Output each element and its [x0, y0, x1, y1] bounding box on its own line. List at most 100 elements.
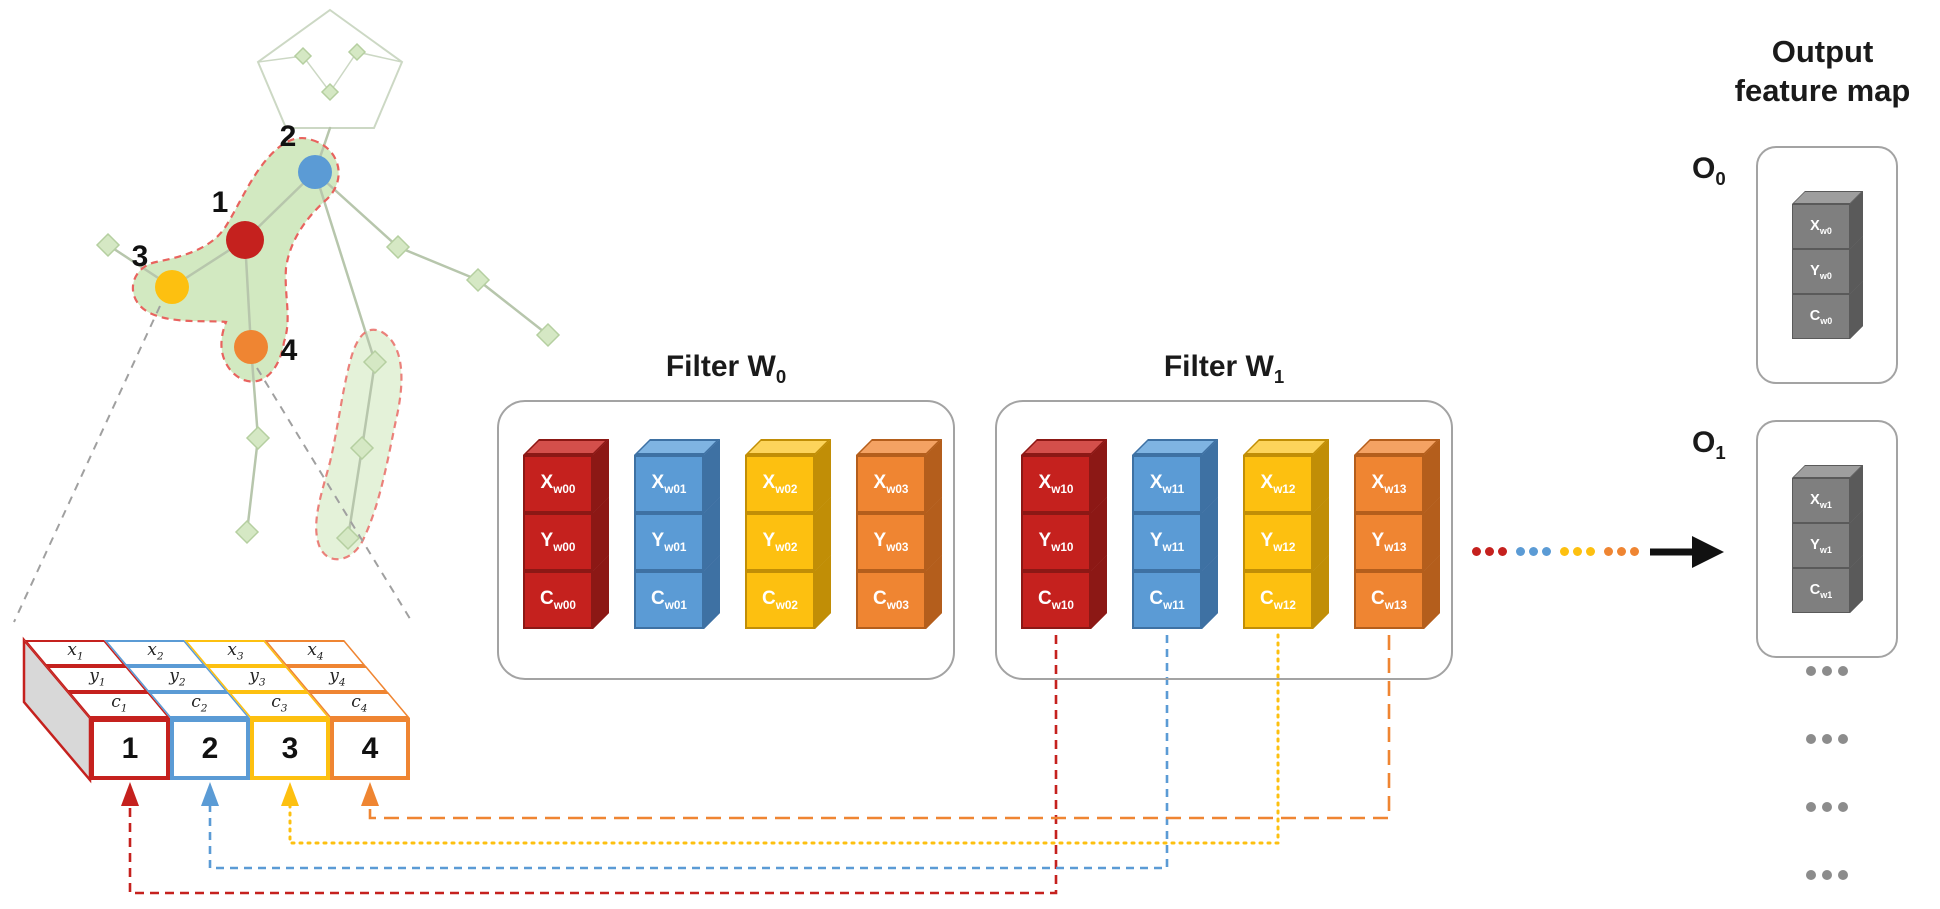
projection-line-right — [256, 367, 413, 623]
cube-front-face: Yw10 — [1021, 513, 1091, 571]
cube-front-face: Xw1 — [1792, 478, 1850, 523]
cube-front-face: Xw02 — [745, 455, 815, 513]
output-title: Output feature map — [1705, 33, 1940, 111]
cube: Xw10 — [1021, 439, 1107, 513]
joint-2-label: 2 — [280, 120, 297, 153]
cube-front-face: Yw01 — [634, 513, 704, 571]
cube-front-face: Xw00 — [523, 455, 593, 513]
cube: Yw00 — [523, 497, 609, 571]
cube-front-face: Cw1 — [1792, 568, 1850, 613]
cube: Cw03 — [856, 555, 942, 629]
filter-w0-stack-red: Xw00 Yw00 Cw00 — [523, 439, 609, 629]
filter-w1-stack-orange: Xw13 Yw13 Cw13 — [1354, 439, 1440, 629]
cube-front-face: Xw03 — [856, 455, 926, 513]
connector-blue-arrowhead — [201, 782, 219, 806]
cube: Yw01 — [634, 497, 720, 571]
output-ellipsis-row-2 — [1806, 734, 1848, 744]
filter-w0-stack-blue: Xw01 Yw01 Cw01 — [634, 439, 720, 629]
input-front-row: 1 2 3 4 — [90, 718, 410, 780]
input-node-2: 2 — [170, 718, 250, 780]
cube: Xw13 — [1354, 439, 1440, 513]
head-outline — [256, 8, 404, 129]
joint-diamonds — [95, 232, 561, 551]
cube-front-face: Xw10 — [1021, 455, 1091, 513]
output-o0-box — [1756, 146, 1898, 384]
output-o1-stack: Xw1 Yw1 Cw1 — [1792, 465, 1863, 613]
filter-w1-title: Filter W1 — [1163, 350, 1285, 387]
cube: Cw00 — [523, 555, 609, 629]
filter-w1-stack-blue: Xw11 Yw11 Cw11 — [1132, 439, 1218, 629]
cube: Cw01 — [634, 555, 720, 629]
cube: Xw03 — [856, 439, 942, 513]
cube-front-face: Xw12 — [1243, 455, 1313, 513]
joint-1-label: 1 — [212, 186, 229, 219]
cube-front-face: Cw13 — [1354, 571, 1424, 629]
connector-orange-arrowhead — [361, 782, 379, 806]
cube: Cw0 — [1792, 281, 1863, 339]
cube: Cw11 — [1132, 555, 1218, 629]
output-o1-box — [1756, 420, 1898, 658]
connector-yellow — [288, 633, 1280, 845]
cube: Yw03 — [856, 497, 942, 571]
input-node-4: 4 — [330, 718, 410, 780]
output-o0-stack: Xw0 Yw0 Cw0 — [1792, 191, 1863, 339]
cube: Yw13 — [1354, 497, 1440, 571]
filter-w1-stack-yellow: Xw12 Yw12 Cw12 — [1243, 439, 1329, 629]
ellipsis-dots-red — [1472, 547, 1507, 556]
output-ellipsis-row-3 — [1806, 802, 1848, 812]
cube: Yw0 — [1792, 236, 1863, 294]
cube-front-face: Cw02 — [745, 571, 815, 629]
cube-front-face: Cw10 — [1021, 571, 1091, 629]
joint-1-circle — [226, 221, 264, 259]
cube-front-face: Cw03 — [856, 571, 926, 629]
cube: Cw12 — [1243, 555, 1329, 629]
output-o0-label: O0 — [1692, 152, 1726, 189]
cube: Cw13 — [1354, 555, 1440, 629]
skeleton-edges — [106, 126, 550, 540]
highlight-outline-neighborhood — [131, 137, 340, 383]
cube: Cw10 — [1021, 555, 1107, 629]
ellipsis-dots-orange — [1604, 547, 1639, 556]
cube: Xw11 — [1132, 439, 1218, 513]
filter-w1-stack-red: Xw10 Yw10 Cw10 — [1021, 439, 1107, 629]
cube-front-face: Yw11 — [1132, 513, 1202, 571]
filter-w0-stack-orange: Xw03 Yw03 Cw03 — [856, 439, 942, 629]
input-row-y: y1 y2 y3 y4 — [46, 666, 388, 692]
connector-orange — [368, 635, 1391, 820]
cube-front-face: Yw12 — [1243, 513, 1313, 571]
joint-2-circle — [298, 155, 332, 189]
cube: Yw12 — [1243, 497, 1329, 571]
cube: Yw10 — [1021, 497, 1107, 571]
cube: Xw0 — [1792, 191, 1863, 249]
cube-front-face: Yw13 — [1354, 513, 1424, 571]
cube-front-face: Yw03 — [856, 513, 926, 571]
head-joint-diamonds — [293, 42, 367, 102]
cube: Xw1 — [1792, 465, 1863, 523]
connector-red-arrowhead — [121, 782, 139, 806]
cube-front-face: Xw01 — [634, 455, 704, 513]
filter-w0-title: Filter W0 — [665, 350, 787, 387]
cube-front-face: Yw0 — [1792, 249, 1850, 294]
cube: Xw01 — [634, 439, 720, 513]
highlight-outline-leg — [315, 328, 403, 561]
output-o1-label: O1 — [1692, 426, 1726, 463]
projection-line-left — [13, 305, 161, 623]
output-title-line2: feature map — [1734, 72, 1911, 108]
filter-w1-box — [995, 400, 1453, 680]
skeleton: 1 2 3 4 — [95, 8, 561, 561]
cube-front-face: Cw00 — [523, 571, 593, 629]
joint-3-circle — [155, 270, 189, 304]
connector-red — [128, 635, 1058, 895]
ellipsis-dots-blue — [1516, 547, 1551, 556]
cube-front-face: Cw0 — [1792, 294, 1850, 339]
cube-front-face: Cw01 — [634, 571, 704, 629]
cube-front-face: Xw0 — [1792, 204, 1850, 249]
input-node-3: 3 — [250, 718, 330, 780]
cube-front-face: Cw11 — [1132, 571, 1202, 629]
cube: Yw02 — [745, 497, 831, 571]
cube: Yw1 — [1792, 510, 1863, 568]
cube-front-face: Xw13 — [1354, 455, 1424, 513]
input-row-c: c1 c2 c3 c4 — [68, 692, 410, 718]
joint-4-circle — [234, 330, 268, 364]
